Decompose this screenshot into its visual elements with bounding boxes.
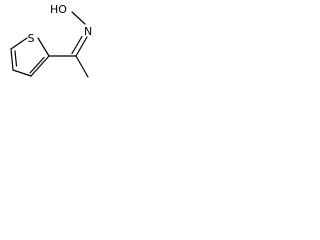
bond-c3-c4 [12,69,32,77]
hydroxyl-label: HO [50,3,67,16]
sulfur-label: S [28,32,35,45]
bond-s-c2 [37,37,50,57]
bond-c2-c3-inner [29,56,45,74]
bond-c6-n-double [71,35,83,55]
bond-c4-c5-inner [14,50,18,67]
bond-c6-n [75,36,88,57]
bond-c4-c5 [10,48,14,71]
bond-c6-ch3 [75,55,89,78]
bond-c2-c3 [30,55,50,77]
bond-c5-s [10,37,28,50]
bond-n-o [71,11,86,25]
structure-diagram: S N HO [10,3,92,78]
nitrogen-label: N [84,25,92,38]
